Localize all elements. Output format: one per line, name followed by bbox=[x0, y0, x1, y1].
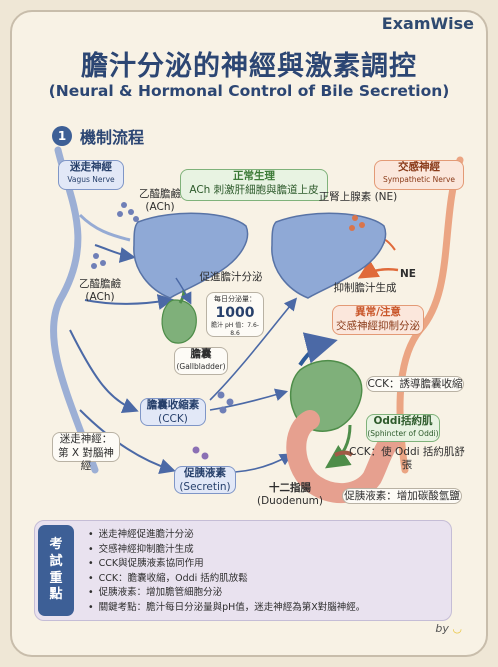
oddi-label: Oddi括約肌 (Sphincter of Oddi) bbox=[366, 414, 440, 442]
secretin-effect-label: 促胰液素：增加碳酸氫鹽 bbox=[342, 488, 462, 504]
gallbladder-label: 膽囊 (Gallbladder) bbox=[174, 347, 228, 375]
summary-tag: 考 試 重 點 bbox=[38, 525, 74, 616]
ach-left-label: 乙醯膽鹼 (ACh) bbox=[79, 278, 121, 304]
secretin-molecules bbox=[192, 446, 209, 460]
secretin-label: 促胰液素 (Secretin) bbox=[174, 466, 236, 494]
ne-label: 正腎上腺素 (NE) bbox=[318, 191, 398, 203]
vagus-to-secretin-arrow bbox=[79, 409, 176, 475]
ach-molecules-left bbox=[91, 253, 106, 269]
summary-item: 交感神經抑制膽汁生成 bbox=[88, 543, 365, 558]
secretin-to-duo-arrow bbox=[234, 453, 293, 473]
section-label: 機制流程 bbox=[80, 128, 145, 147]
normal-physiology-box: 正常生理 ACh 刺激肝細胞與膽道上皮 bbox=[180, 169, 328, 201]
cck-contract-label: CCK：誘導膽囊收縮 bbox=[366, 376, 464, 392]
vagus-nerve-branch bbox=[78, 213, 131, 242]
cck-to-liver-arrow bbox=[209, 297, 298, 401]
gb-contract-arrow bbox=[298, 332, 338, 367]
cck-label: 膽囊收縮素 (CCK) bbox=[140, 398, 206, 426]
ach-molecules-top bbox=[117, 202, 139, 222]
duodenum-label: 十二指腸 (Duodenum) bbox=[256, 482, 324, 508]
ne-short-label: NE bbox=[400, 268, 416, 280]
sphincter-of-oddi bbox=[334, 450, 354, 457]
ne-arrow-1 bbox=[357, 259, 399, 279]
cck-molecules bbox=[217, 391, 234, 414]
vagus-nerve-label: 迷走神經 Vagus Nerve bbox=[58, 160, 124, 190]
promote-label: 促進膽汁分泌 bbox=[199, 271, 263, 283]
cck-oddi-label: CCK：使 Oddi 括約肌舒張 bbox=[349, 446, 465, 472]
vagus-note-box: 迷走神經： 第 X 對腦神經 bbox=[52, 432, 120, 472]
liver-left bbox=[133, 212, 249, 299]
section-header: 1 機制流程 bbox=[52, 124, 144, 148]
signature: by ◡ bbox=[435, 622, 462, 635]
bile-flow-arrow bbox=[325, 424, 352, 469]
duodenum bbox=[286, 410, 410, 504]
summary-item: 促胰液素：增加膽管細胞分泌 bbox=[88, 586, 365, 601]
ne-molecules bbox=[349, 215, 365, 231]
promote-arrow bbox=[175, 277, 192, 305]
summary-item: 迷走神經促進膽汁分泌 bbox=[88, 528, 365, 543]
vagus-to-cck-arrow bbox=[69, 329, 139, 413]
section-number: 1 bbox=[52, 126, 72, 146]
cck-to-gb-arrow bbox=[209, 388, 289, 411]
summary-item: CCK與促胰液素協同作用 bbox=[88, 557, 365, 572]
vagus-to-gb-arrow bbox=[84, 294, 174, 310]
gallbladder-small bbox=[161, 299, 197, 344]
page-subtitle: (Neural & Hormonal Control of Bile Secre… bbox=[48, 82, 450, 100]
brand-logo: ExamWise bbox=[381, 14, 474, 33]
ach-top-label: 乙醯膽鹼 (ACh) bbox=[139, 188, 181, 214]
summary-item: 關鍵考點：膽汁每日分泌量與pH值，迷走神經為第X對腦神經。 bbox=[88, 601, 366, 616]
page-title: 膽汁分泌的神經與激素調控 bbox=[81, 51, 417, 82]
inhibit-label: 抑制膽汁生成 bbox=[333, 282, 397, 294]
summary-item: CCK：膽囊收縮，Oddi 括約肌放鬆 bbox=[88, 572, 365, 587]
vagus-to-liver-arrow bbox=[94, 244, 136, 263]
vagus-nerve-trunk bbox=[49, 146, 99, 474]
summary-list: 迷走神經促進膽汁分泌 交感神經抑制膽汁生成 CCK與促胰液素協同作用 CCK：膽… bbox=[88, 528, 366, 616]
daily-secretion-box: 每日分泌量： 1000 膽汁 pH 值：7.6-8.6 bbox=[206, 292, 264, 337]
liver-right bbox=[271, 212, 387, 299]
abnormal-box: 異常/注意 交感神經抑制分泌 bbox=[332, 305, 424, 335]
banana-icon: ◡ bbox=[452, 622, 462, 635]
sympathetic-nerve-label: 交感神經 Sympathetic Nerve bbox=[374, 160, 464, 190]
